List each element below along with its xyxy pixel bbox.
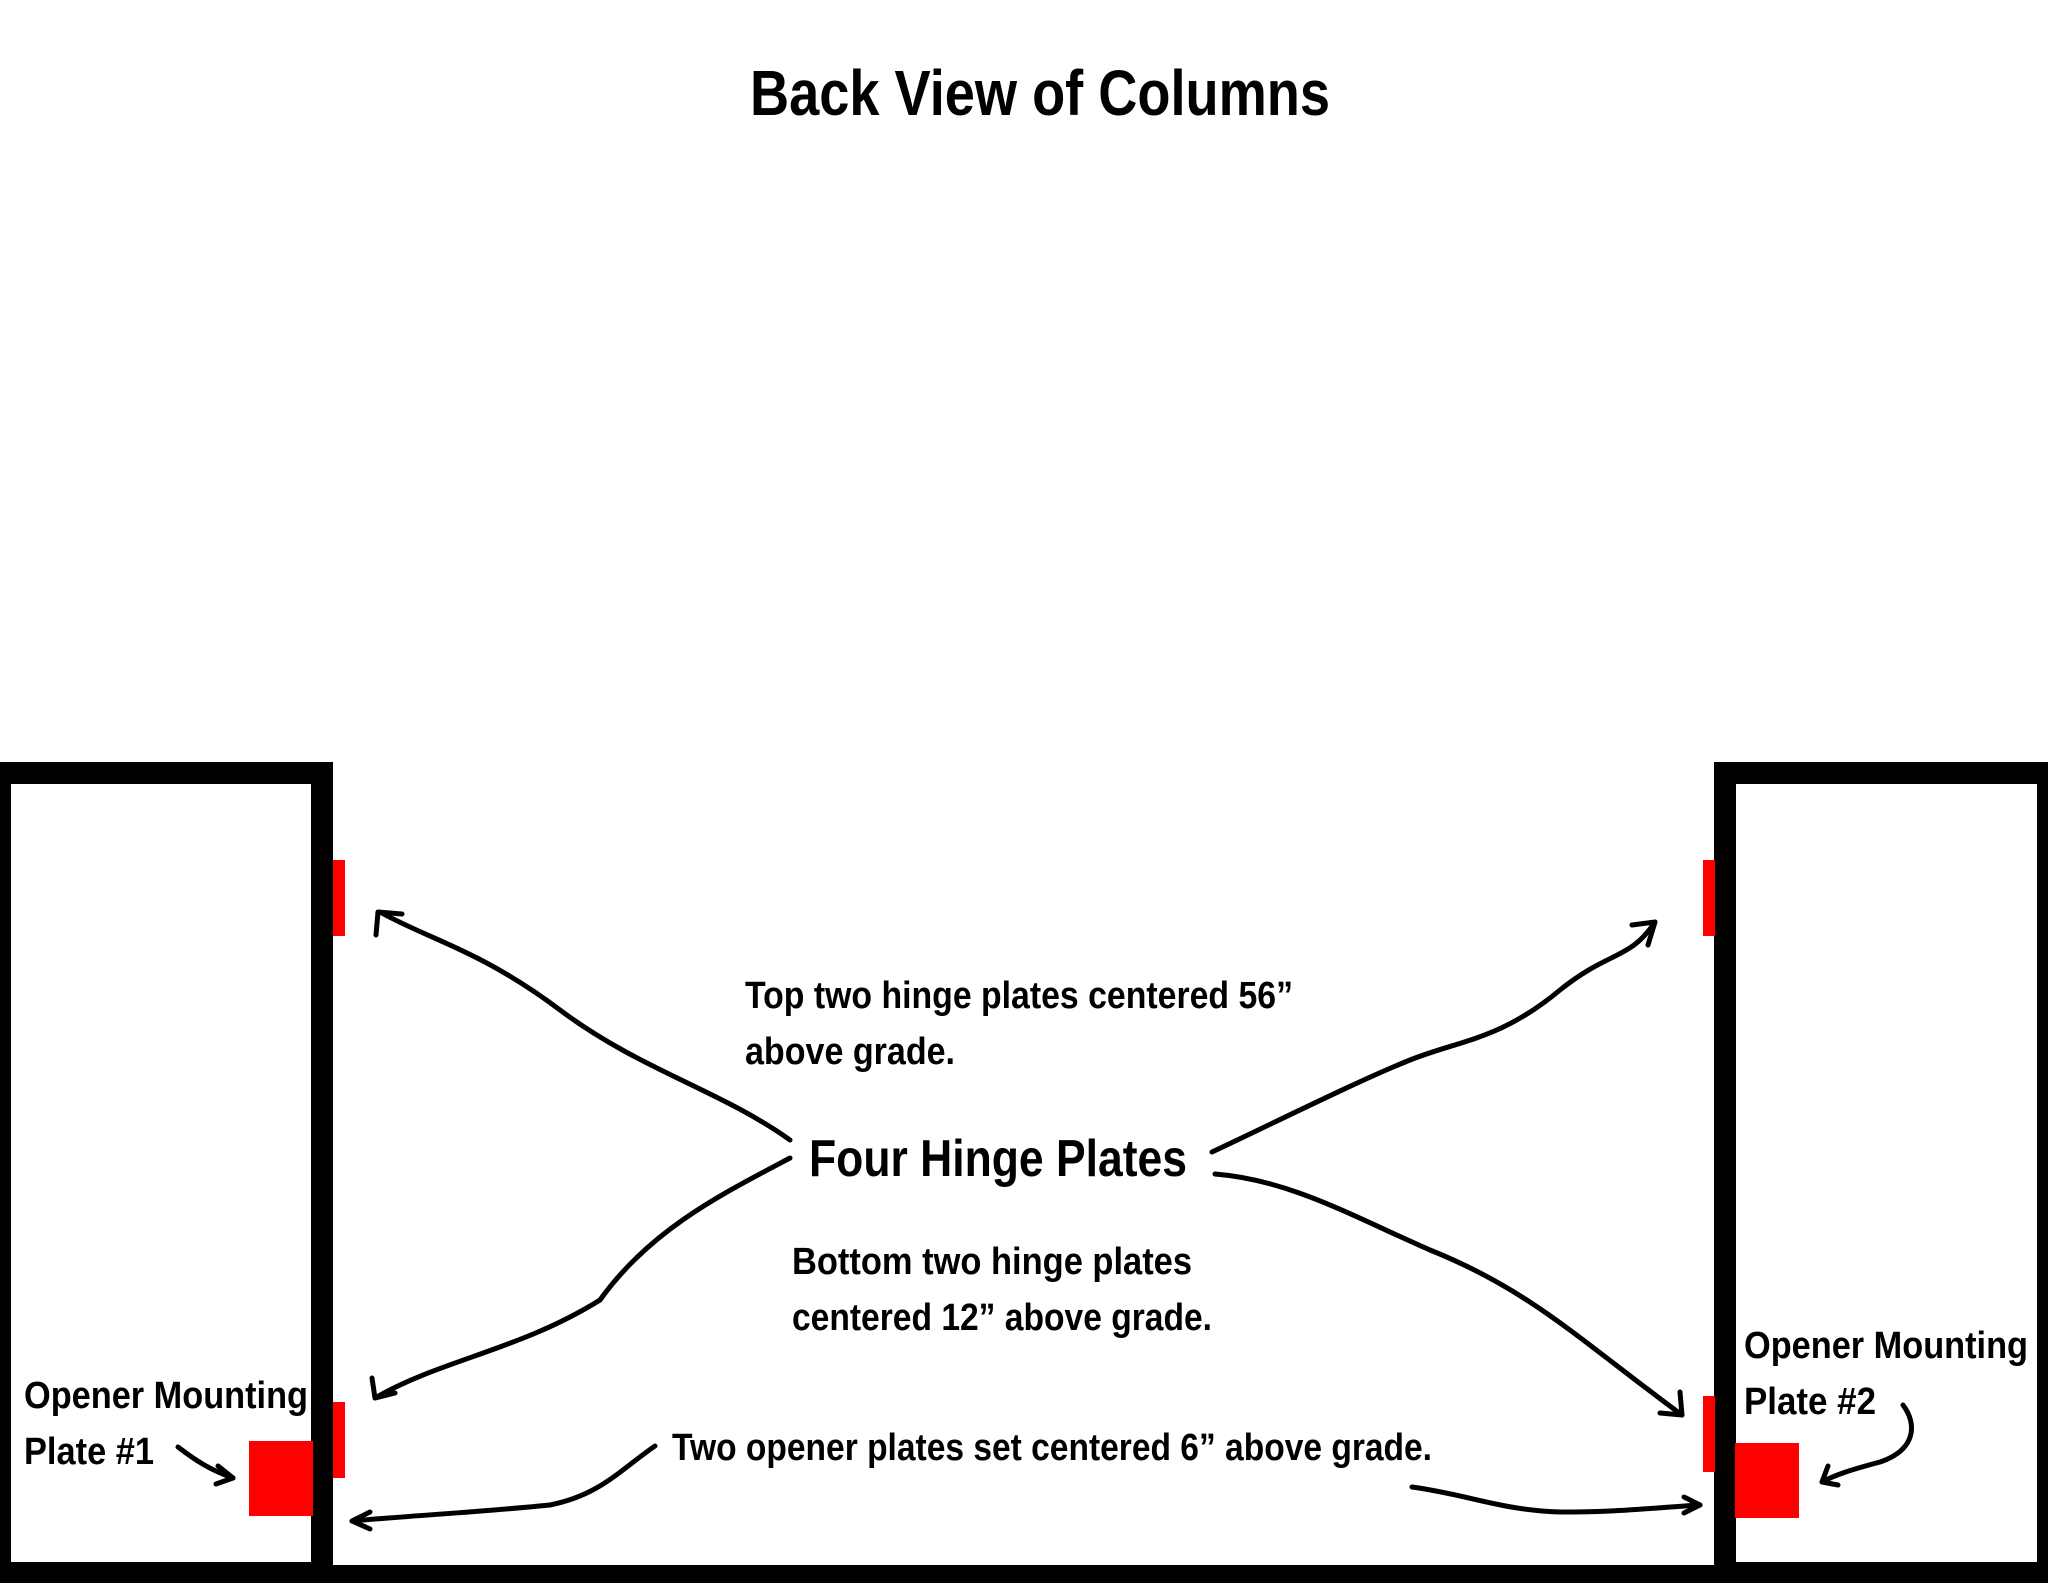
- bottom-hinge-note-line1: Bottom two hinge plates: [792, 1241, 1192, 1283]
- bottom-hinge-note-line2: centered 12” above grade.: [792, 1297, 1212, 1339]
- top-hinge-note-line1: Top two hinge plates centered 56”: [745, 975, 1293, 1017]
- hinge-plate-bottom-left: [333, 1402, 345, 1478]
- arrow-to-top-left-hinge: [377, 909, 793, 1143]
- arrow-to-right-opener-plate: [1409, 1484, 1703, 1515]
- arrow-to-plate-2: [1819, 1402, 1914, 1485]
- opener-plate-2: [1735, 1443, 1799, 1518]
- four-hinge-plates-label: Four Hinge Plates: [809, 1130, 1187, 1188]
- arrow-head-bottom-right: [1657, 1389, 1685, 1418]
- opener-plate-1: [249, 1441, 313, 1516]
- hinge-plate-top-left: [333, 860, 345, 936]
- arrow-head-plate-2: [1819, 1463, 1841, 1488]
- opener-plates-note: Two opener plates set centered 6” above …: [672, 1427, 1432, 1469]
- arrow-head-bottom-left: [369, 1375, 398, 1401]
- diagram-title: Back View of Columns: [750, 57, 1330, 129]
- arrow-to-bottom-right-hinge: [1212, 1171, 1685, 1418]
- top-hinge-note-line2: above grade.: [745, 1031, 955, 1073]
- arrow-to-left-opener-plate: [349, 1443, 658, 1524]
- opener-plate-1-label-line1: Opener Mounting: [24, 1375, 308, 1417]
- arrow-head-top-right: [1629, 919, 1658, 948]
- arrow-to-top-right-hinge: [1209, 919, 1658, 1155]
- arrow-head-plate-1: [213, 1463, 236, 1487]
- hinge-plate-top-right: [1703, 860, 1715, 936]
- arrow-head-left-opener: [349, 1509, 373, 1532]
- opener-plate-2-label-line1: Opener Mounting: [1744, 1325, 2028, 1367]
- hinge-plate-bottom-right: [1703, 1396, 1715, 1472]
- arrow-head-right-opener: [1681, 1494, 1703, 1516]
- arrow-to-bottom-left-hinge: [372, 1155, 793, 1401]
- opener-plate-2-label-line2: Plate #2: [1744, 1381, 1876, 1423]
- opener-plate-1-label-line2: Plate #1: [24, 1431, 154, 1473]
- arrow-head-top-left: [373, 909, 405, 938]
